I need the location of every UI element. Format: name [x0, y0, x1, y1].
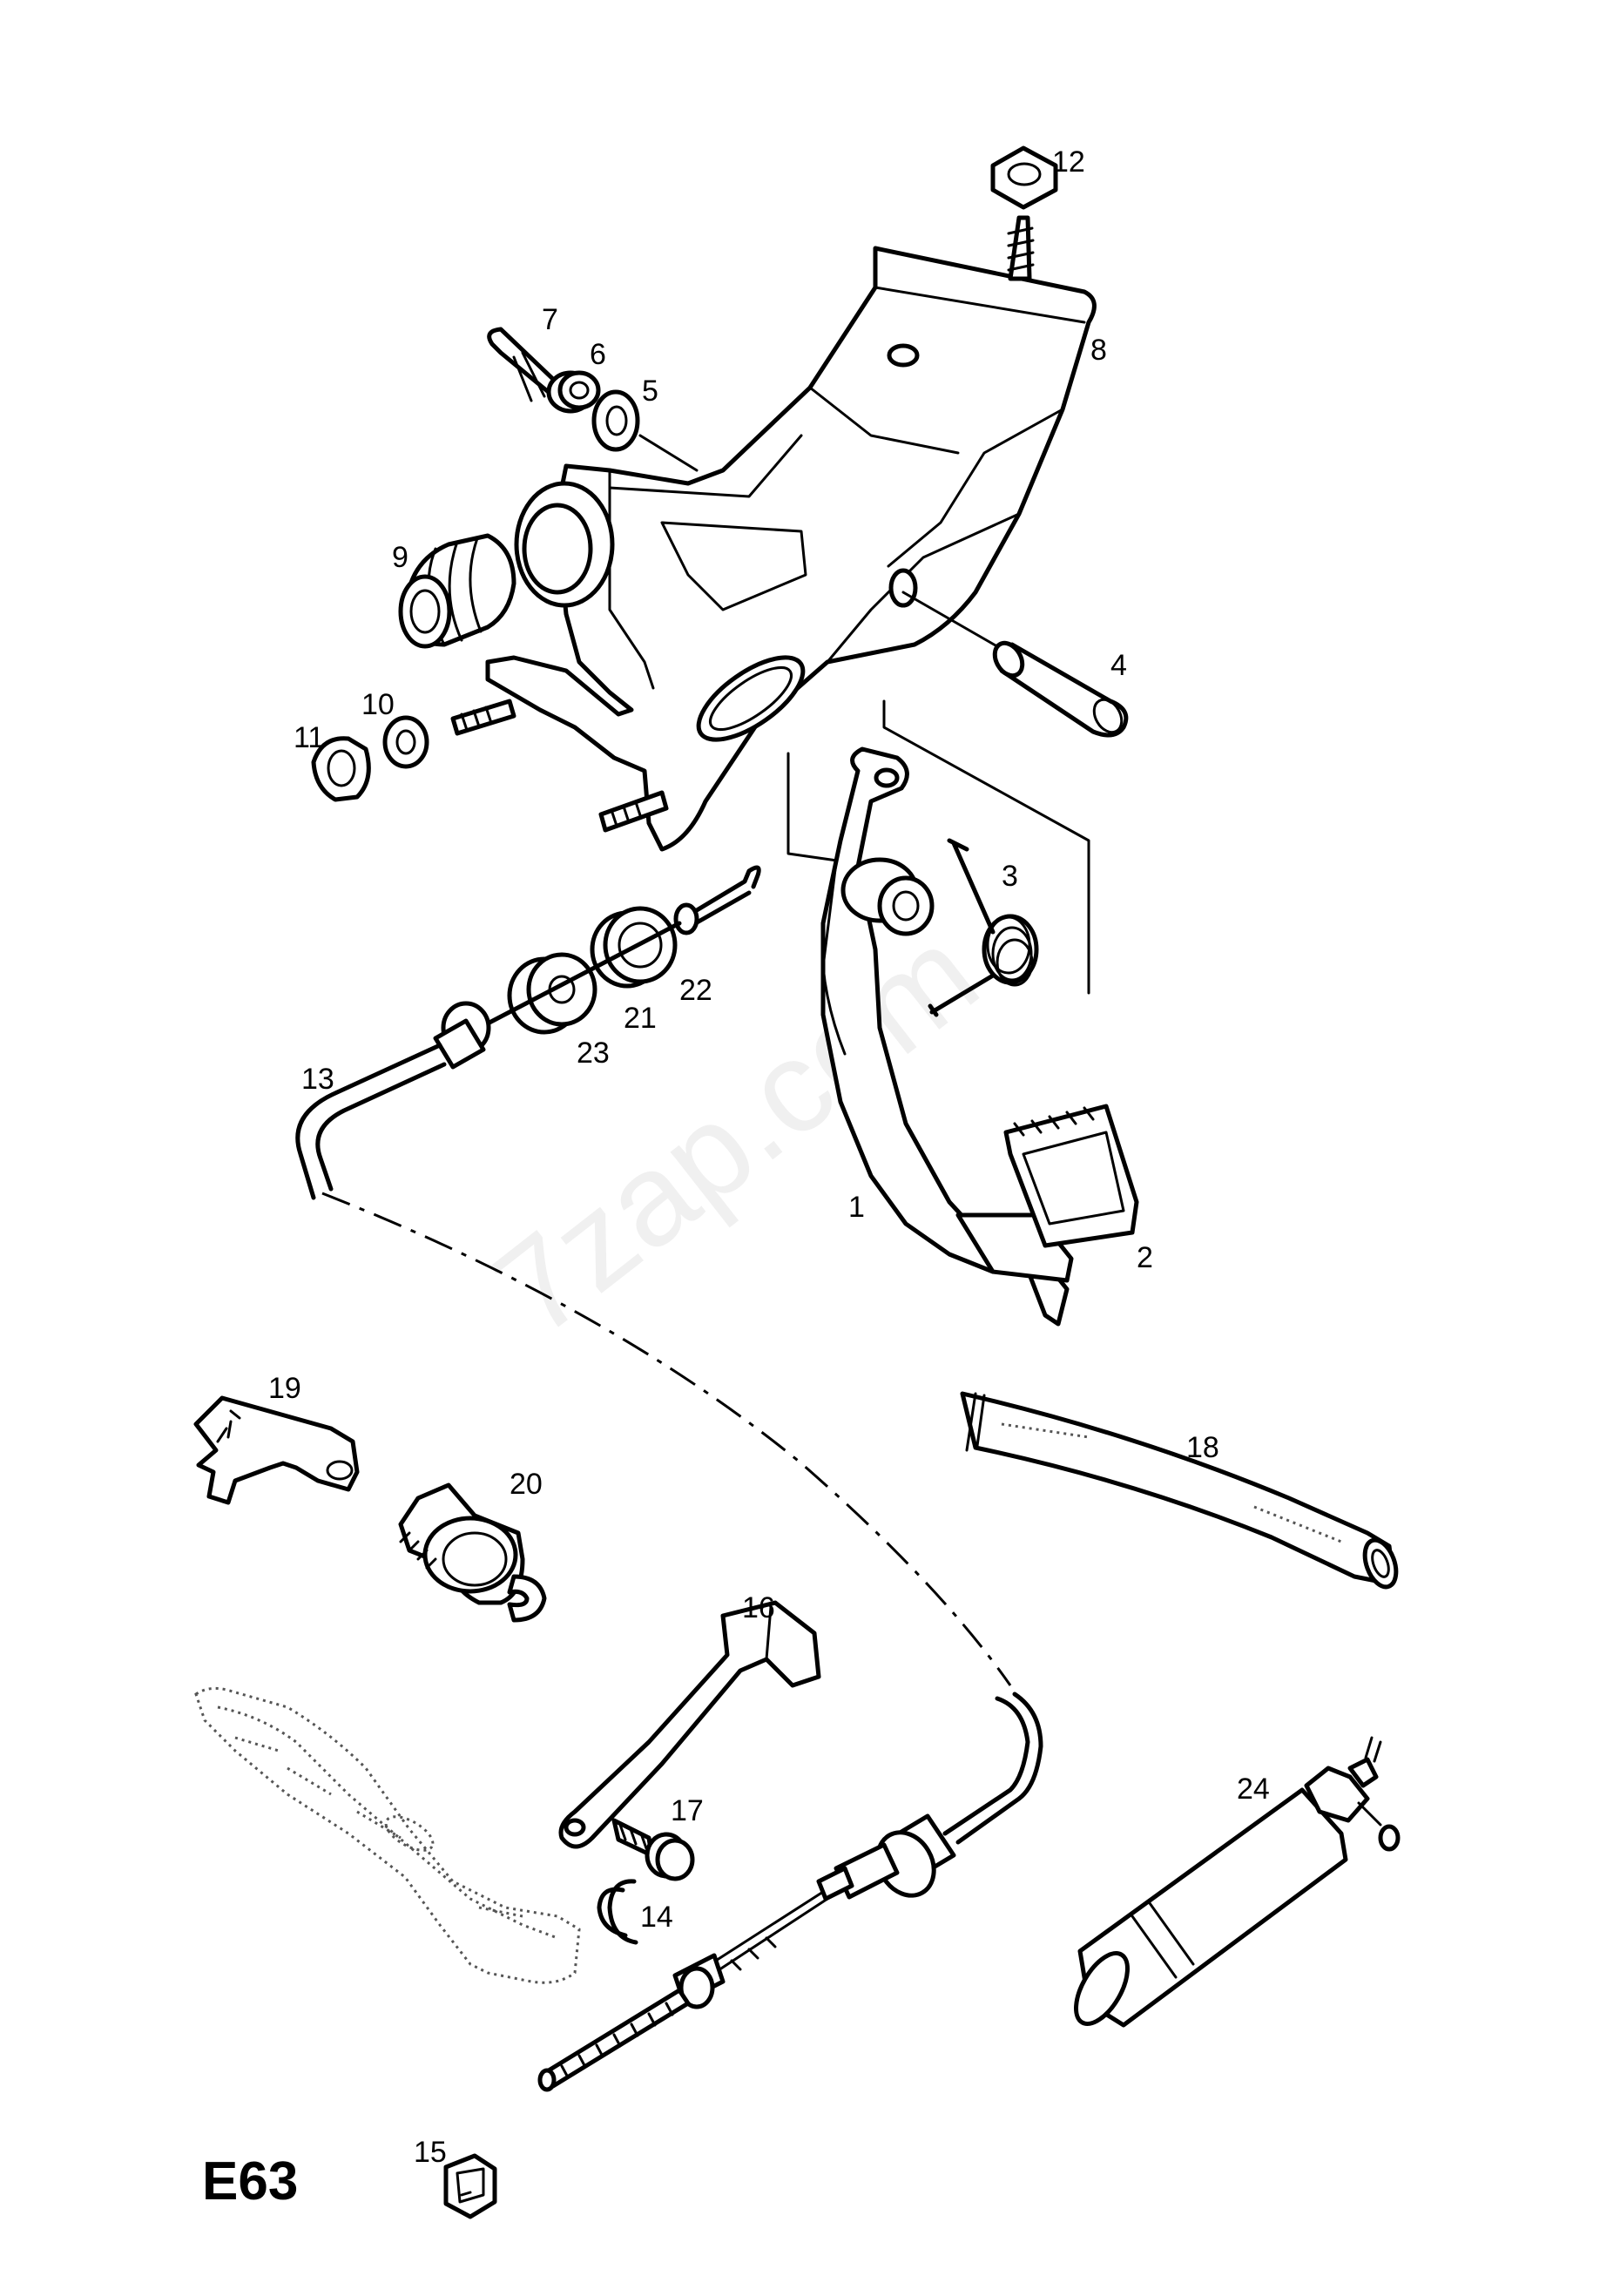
- callout-7: 7: [542, 303, 558, 336]
- callout-2: 2: [1137, 1241, 1153, 1274]
- callout-6: 6: [590, 338, 606, 371]
- cylinder-24-part[interactable]: [1065, 1736, 1401, 2032]
- cable-guide-outline: [194, 1686, 581, 1984]
- washer-10-part[interactable]: [382, 715, 429, 769]
- nut-11-part[interactable]: [311, 736, 371, 802]
- nut-12-part[interactable]: [990, 145, 1058, 210]
- bush-9-part[interactable]: [398, 533, 516, 649]
- callout-15: 15: [414, 2136, 447, 2169]
- grommet-23-part[interactable]: [507, 952, 597, 1035]
- pedal-rubber-2-part[interactable]: [1003, 1104, 1139, 1248]
- pivot-pin-4-part[interactable]: [989, 638, 1129, 738]
- bracket-19-part[interactable]: [193, 1395, 360, 1505]
- callout-17: 17: [671, 1794, 704, 1827]
- pedal-bracket-part[interactable]: [450, 215, 1097, 852]
- callout-18: 18: [1186, 1431, 1219, 1464]
- callout-3: 3: [1002, 860, 1018, 893]
- lever-16-part[interactable]: [558, 1600, 821, 1849]
- callout-24: 24: [1237, 1773, 1270, 1806]
- diagram-code: E63: [202, 2151, 298, 2212]
- clip-14-part[interactable]: [597, 1879, 638, 1945]
- callout-22: 22: [679, 974, 712, 1007]
- callout-5: 5: [642, 375, 658, 408]
- callout-21: 21: [624, 1002, 657, 1035]
- clip-20-part[interactable]: [398, 1482, 547, 1623]
- cable-hook-22-part[interactable]: [673, 865, 761, 935]
- callout-4: 4: [1110, 649, 1127, 682]
- washer-5-part[interactable]: [591, 389, 699, 472]
- callout-13: 13: [301, 1063, 334, 1096]
- callout-1: 1: [848, 1191, 865, 1224]
- callout-12: 12: [1052, 145, 1085, 179]
- callout-9: 9: [392, 541, 408, 574]
- bolt-17-part[interactable]: [611, 1818, 695, 1881]
- callout-8: 8: [1090, 334, 1107, 367]
- callout-20: 20: [510, 1468, 543, 1501]
- plug-15-part[interactable]: [443, 2153, 497, 2219]
- callout-23: 23: [577, 1037, 610, 1070]
- callout-10: 10: [361, 688, 395, 721]
- callout-14: 14: [640, 1901, 673, 1934]
- hose-18-part[interactable]: [960, 1391, 1402, 1591]
- clutch-cable-13-part[interactable]: [295, 1001, 1043, 2092]
- return-spring-3-part[interactable]: [928, 838, 1039, 1017]
- callout-19: 19: [268, 1372, 301, 1405]
- callout-11: 11: [294, 721, 324, 754]
- nut-6-part[interactable]: [546, 370, 601, 414]
- callout-16: 16: [742, 1591, 775, 1624]
